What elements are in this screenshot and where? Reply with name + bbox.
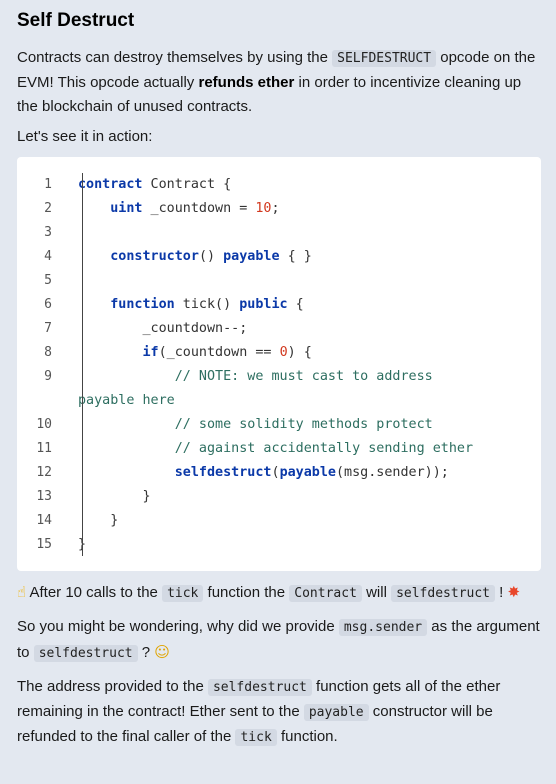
line-number: 3: [44, 225, 52, 240]
code-text: Contract {: [142, 177, 232, 192]
code-line: 1 contract Contract {: [17, 173, 541, 197]
keyword: constructor: [110, 249, 199, 264]
code-text: (msg.sender));: [336, 465, 449, 480]
keyword: contract: [78, 177, 143, 192]
inline-code-payable: payable: [303, 704, 369, 721]
keyword: uint: [110, 201, 143, 216]
number-literal: 0: [279, 345, 288, 360]
keyword: payable: [279, 465, 336, 480]
address-paragraph: The address provided to the selfdestruct…: [17, 675, 540, 750]
line-number: 14: [36, 513, 52, 528]
code-line: 15}: [17, 533, 541, 557]
line-number: 4: [44, 249, 52, 264]
code-line: 7 _countdown--;: [17, 317, 541, 341]
line-number: 11: [36, 441, 52, 456]
addr-text-1: The address provided to the: [17, 678, 208, 695]
line-number: 9: [44, 369, 52, 384]
code-block: 1 contract Contract { 2 uint _countdown =…: [17, 157, 541, 571]
code-line-wrapped: payable here: [17, 389, 541, 413]
line-number: 10: [36, 417, 52, 432]
code-text: tick(): [174, 297, 240, 312]
line-number: 12: [36, 465, 52, 480]
inline-code-msg-sender: msg.sender: [338, 619, 428, 636]
after-text-2: function the: [203, 584, 290, 601]
inline-code-selfdestruct: selfdestruct: [391, 585, 495, 602]
code-line: 10 // some solidity methods protect: [17, 413, 541, 437]
so-paragraph: So you might be wondering, why did we pr…: [17, 615, 540, 666]
code-line: 4 constructor() payable { }: [17, 245, 541, 269]
code-text: }: [142, 489, 151, 504]
inline-code-tick: tick: [162, 585, 204, 602]
inline-code-contract: Contract: [289, 585, 362, 602]
code-line: 13 }: [17, 485, 541, 509]
intro-text-2: opcode on the EVM! This opcode actually: [17, 49, 536, 91]
addr-text-3: constructor will be refunded to the fina…: [17, 703, 493, 745]
intro-paragraph: Contracts can destroy themselves by usin…: [17, 46, 540, 119]
code-line: 3: [17, 221, 541, 245]
intro-bold: refunds ether: [198, 74, 295, 91]
line-number: 5: [44, 273, 52, 288]
keyword: function: [110, 297, 175, 312]
lets-see-paragraph: Let's see it in action:: [17, 128, 153, 145]
intro-text-1: Contracts can destroy themselves by usin…: [17, 49, 333, 66]
after-text-1: After 10 calls to the: [26, 584, 163, 601]
code-line: 2 uint _countdown = 10;: [17, 197, 541, 221]
after-text-3: will: [361, 584, 392, 601]
inline-code-selfdestruct-opcode: SELFDESTRUCT: [332, 50, 437, 67]
so-text-2: as the argument to: [17, 618, 540, 661]
inline-code-tick: tick: [235, 729, 277, 746]
line-number: 8: [44, 345, 52, 360]
line-number: 6: [44, 297, 52, 312]
code-line: 9 // NOTE: we must cast to address: [17, 365, 541, 389]
keyword: selfdestruct: [174, 465, 272, 480]
code-text: }: [110, 513, 119, 528]
code-comment: // against accidentally sending ether: [174, 441, 474, 456]
page-title: Self Destruct: [17, 10, 135, 31]
code-text: {: [287, 297, 304, 312]
keyword: public: [239, 297, 288, 312]
intro-text-3: in order to incentivize cleaning up the …: [17, 74, 522, 115]
inline-code-selfdestruct: selfdestruct: [207, 679, 312, 696]
code-text: (: [271, 465, 280, 480]
number-literal: 10: [255, 201, 272, 216]
line-number: 1: [44, 177, 52, 192]
code-line: 6 function tick() public {: [17, 293, 541, 317]
line-number: 15: [36, 537, 52, 552]
code-line: 5: [17, 269, 541, 293]
code-comment: // some solidity methods protect: [174, 417, 433, 432]
keyword: if: [142, 345, 159, 360]
code-line: 14 }: [17, 509, 541, 533]
gutter-divider: [82, 173, 83, 556]
thinking-face-icon: ☺: [154, 643, 170, 661]
code-text: ;: [271, 201, 280, 216]
code-text: _countdown--;: [142, 321, 248, 336]
pointing-up-icon: ☝: [17, 583, 27, 601]
keyword: payable: [223, 249, 280, 264]
inline-code-selfdestruct: selfdestruct: [33, 645, 138, 662]
addr-text-2: function gets all of the ether remaining…: [17, 678, 501, 720]
code-text: ) {: [287, 345, 312, 360]
after-text-4: !: [495, 584, 508, 601]
after-paragraph: ☝ After 10 calls to the tick function th…: [17, 580, 540, 606]
code-text: _countdown =: [142, 201, 256, 216]
code-line: 11 // against accidentally sending ether: [17, 437, 541, 461]
page: Self Destruct Contracts can destroy them…: [17, 10, 541, 750]
code-line: 12 selfdestruct(payable(msg.sender));: [17, 461, 541, 485]
code-text: { }: [279, 249, 312, 264]
code-line: 8 if(_countdown == 0) {: [17, 341, 541, 365]
code-text: (): [198, 249, 224, 264]
line-number: 2: [44, 201, 52, 216]
code-comment: payable here: [78, 393, 175, 408]
code-comment: // NOTE: we must cast to address: [174, 369, 433, 384]
addr-text-4: function.: [276, 728, 338, 745]
code-text: (_countdown ==: [158, 345, 280, 360]
line-number: [17, 389, 52, 413]
so-text-1: So you might be wondering, why did we pr…: [17, 618, 339, 635]
line-number: 7: [44, 321, 52, 336]
collision-icon: ✸: [507, 583, 521, 601]
line-number: 13: [36, 489, 52, 504]
so-text-3: ?: [137, 644, 155, 661]
